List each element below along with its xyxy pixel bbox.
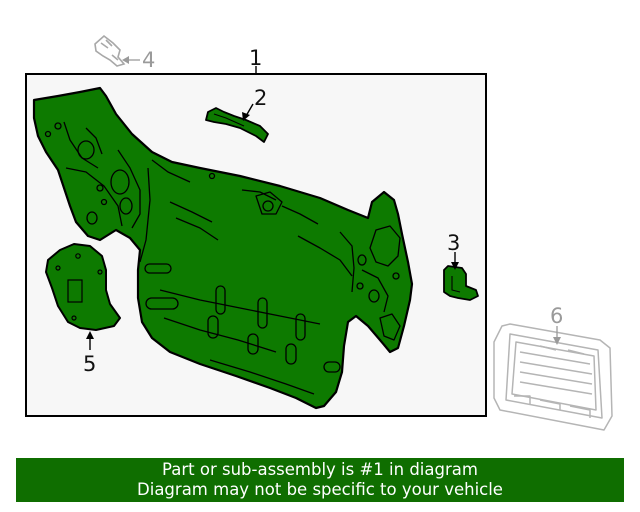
callout-5: 5 (83, 352, 96, 376)
part-4-clip[interactable] (94, 34, 126, 67)
part-3-bracket[interactable] (443, 265, 479, 301)
callout-6: 6 (550, 304, 563, 328)
arrow-6 (553, 337, 561, 345)
callout-1: 1 (249, 46, 262, 70)
arrow-3 (451, 262, 459, 270)
banner-line-1: Part or sub-assembly is #1 in diagram (162, 460, 478, 479)
callout-4: 4 (142, 48, 155, 72)
disclaimer-banner: Part or sub-assembly is #1 in diagram Di… (16, 458, 624, 502)
arrow-4 (122, 56, 129, 64)
part-5-reinforcement[interactable] (45, 243, 121, 331)
callout-2: 2 (254, 86, 267, 110)
callout-3: 3 (447, 231, 460, 255)
part-1-rear-body-panel[interactable] (32, 86, 414, 410)
arrow-2 (242, 112, 250, 121)
part-2-bracket[interactable] (205, 107, 269, 143)
arrow-5 (86, 331, 94, 339)
part-6-vent[interactable] (493, 323, 613, 431)
banner-line-2: Diagram may not be specific to your vehi… (137, 480, 503, 499)
